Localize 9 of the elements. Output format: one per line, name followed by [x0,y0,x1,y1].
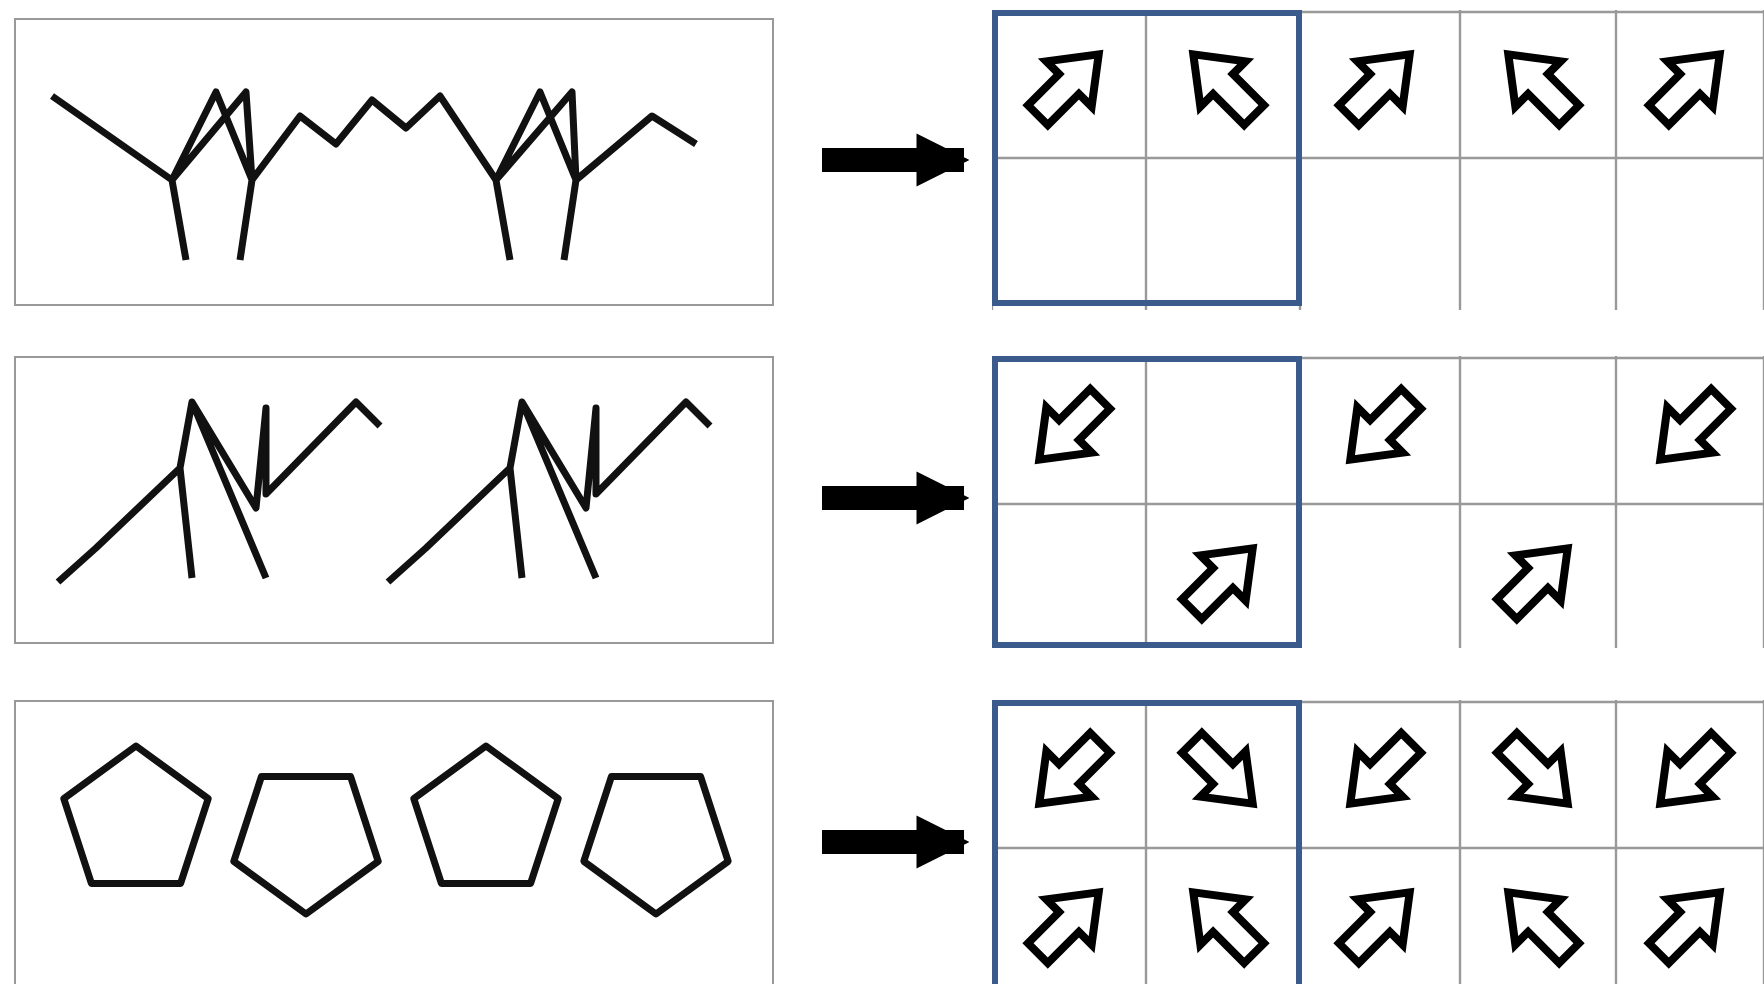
arrow-grid-picture [992,356,1764,648]
arrow-grid-picture [992,700,1764,984]
line-drawing-picture [14,700,774,984]
arrow [822,471,970,525]
arrow [822,815,970,869]
arrow-grid-picture [992,10,1764,310]
line-drawing-picture [14,18,774,306]
line-drawing-picture [14,356,774,644]
arrow [822,133,970,187]
